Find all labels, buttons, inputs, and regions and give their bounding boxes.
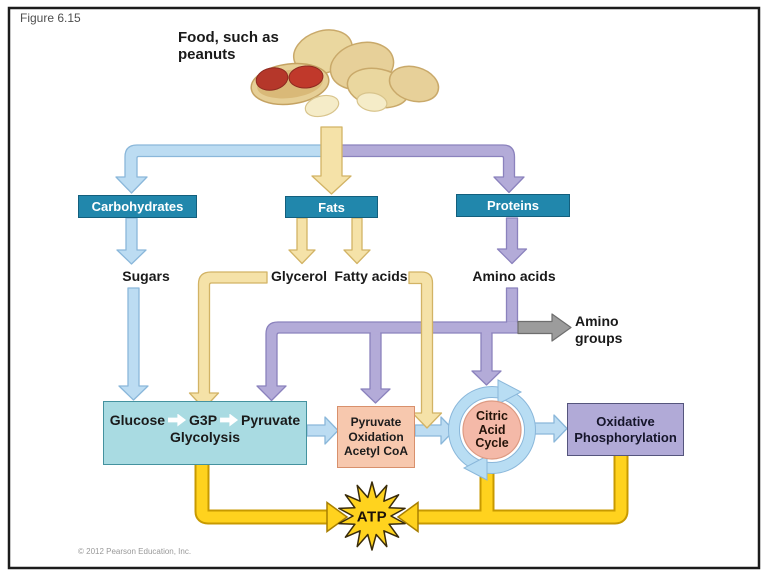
- step-arrow-icon: [220, 413, 239, 427]
- carbohydrates-box: Carbohydrates: [78, 195, 197, 218]
- pyruvate-oxidation-to-citric-arrow: [414, 416, 455, 445]
- proteins-to-amino-acids-arrow: [496, 217, 528, 265]
- food-label: Food, such as peanuts: [178, 29, 279, 63]
- citric-acid-cycle-circle: [462, 400, 522, 460]
- amino-branch-to-pyruvate-oxidation-arrow: [360, 330, 391, 404]
- glycerol-label: Glycerol: [270, 268, 328, 284]
- amino-bus-to-glycolysis-arrow: [256, 321, 522, 402]
- oxidative-phosphorylation-box: Oxidative Phosphorylation: [567, 403, 684, 456]
- citric-line1: Citric: [476, 408, 508, 423]
- citric-line3: Cycle: [475, 435, 509, 450]
- amino-groups-line1: Amino: [575, 313, 619, 329]
- fats-to-fatty-acids-arrow: [343, 217, 371, 265]
- g3p-label: G3P: [189, 412, 218, 428]
- atp-arrowhead-right: [396, 501, 419, 533]
- oxphos-line2: Phosphorylation: [574, 429, 677, 445]
- food-to-proteins-arrow: [327, 144, 525, 194]
- seam-patch: [370, 331, 381, 335]
- citric-line2: Acid: [478, 422, 506, 437]
- copyright-text: © 2012 Pearson Education, Inc.: [78, 547, 192, 556]
- pyruvate-oxidation-line2: Oxidation: [348, 429, 404, 444]
- oxphos-line1: Oxidative: [596, 413, 655, 429]
- atp-label: ATP: [356, 508, 388, 526]
- amino-branch-to-citric-arrow: [471, 330, 502, 386]
- step-arrow-icon: [168, 413, 187, 427]
- amino-acids-label: Amino acids: [472, 268, 556, 284]
- cycle-arrowhead-bottom: [462, 455, 488, 481]
- amino-groups-arrow: [517, 313, 572, 342]
- food-to-carbohydrates-arrow: [115, 144, 337, 194]
- figure-number: Figure 6.15: [20, 11, 81, 25]
- glycolysis-box: Glucose G3P Pyruvate Glycolysis: [103, 401, 307, 465]
- fatty-acids-to-citric-arrow: [408, 271, 443, 429]
- food-label-line2: peanuts: [178, 46, 236, 63]
- sugars-label: Sugars: [122, 268, 170, 284]
- food-label-line1: Food, such as: [178, 29, 279, 46]
- amino-groups-line2: groups: [575, 330, 623, 346]
- sugars-to-glycolysis-arrow: [118, 287, 149, 401]
- peanuts-illustration: [250, 29, 440, 118]
- amino-groups-label: Amino groups: [575, 313, 622, 347]
- carbohydrates-to-sugars-arrow: [116, 217, 147, 265]
- fatty-acids-label: Fatty acids: [334, 268, 408, 284]
- seam-patch: [507, 321, 517, 325]
- citric-acid-cycle-ring: [448, 379, 536, 481]
- seam-patch: [481, 331, 492, 335]
- glycerol-to-glycolysis-arrow: [188, 271, 268, 410]
- proteins-box: Proteins: [456, 194, 570, 217]
- fats-to-glycerol-arrow: [288, 217, 316, 265]
- pyruvate-oxidation-line3: Acetyl CoA: [343, 444, 408, 459]
- figure-border: [7, 6, 761, 570]
- atp-arrowhead-left: [326, 501, 349, 533]
- glucose-label: Glucose: [109, 412, 166, 428]
- pyruvate-label: Pyruvate: [241, 412, 301, 428]
- atp-starburst: [338, 481, 406, 551]
- fats-box: Fats: [285, 196, 378, 218]
- pyruvate-oxidation-line1: Pyruvate: [350, 415, 402, 430]
- food-to-fats-arrow: [311, 126, 352, 195]
- citric-acid-cycle-label: Citric Acid Cycle: [475, 408, 509, 451]
- cycle-arrowhead-top: [497, 379, 523, 405]
- glycolysis-to-pyruvate-oxidation-arrow: [306, 416, 339, 445]
- pyruvate-oxidation-box: Pyruvate Oxidation Acetyl CoA: [337, 406, 415, 468]
- atp-gold-lines: [194, 455, 629, 525]
- citric-to-oxidative-phosphorylation-arrow: [532, 414, 568, 443]
- glycolysis-label: Glycolysis: [169, 429, 241, 445]
- amino-acids-drop-line: [505, 287, 519, 325]
